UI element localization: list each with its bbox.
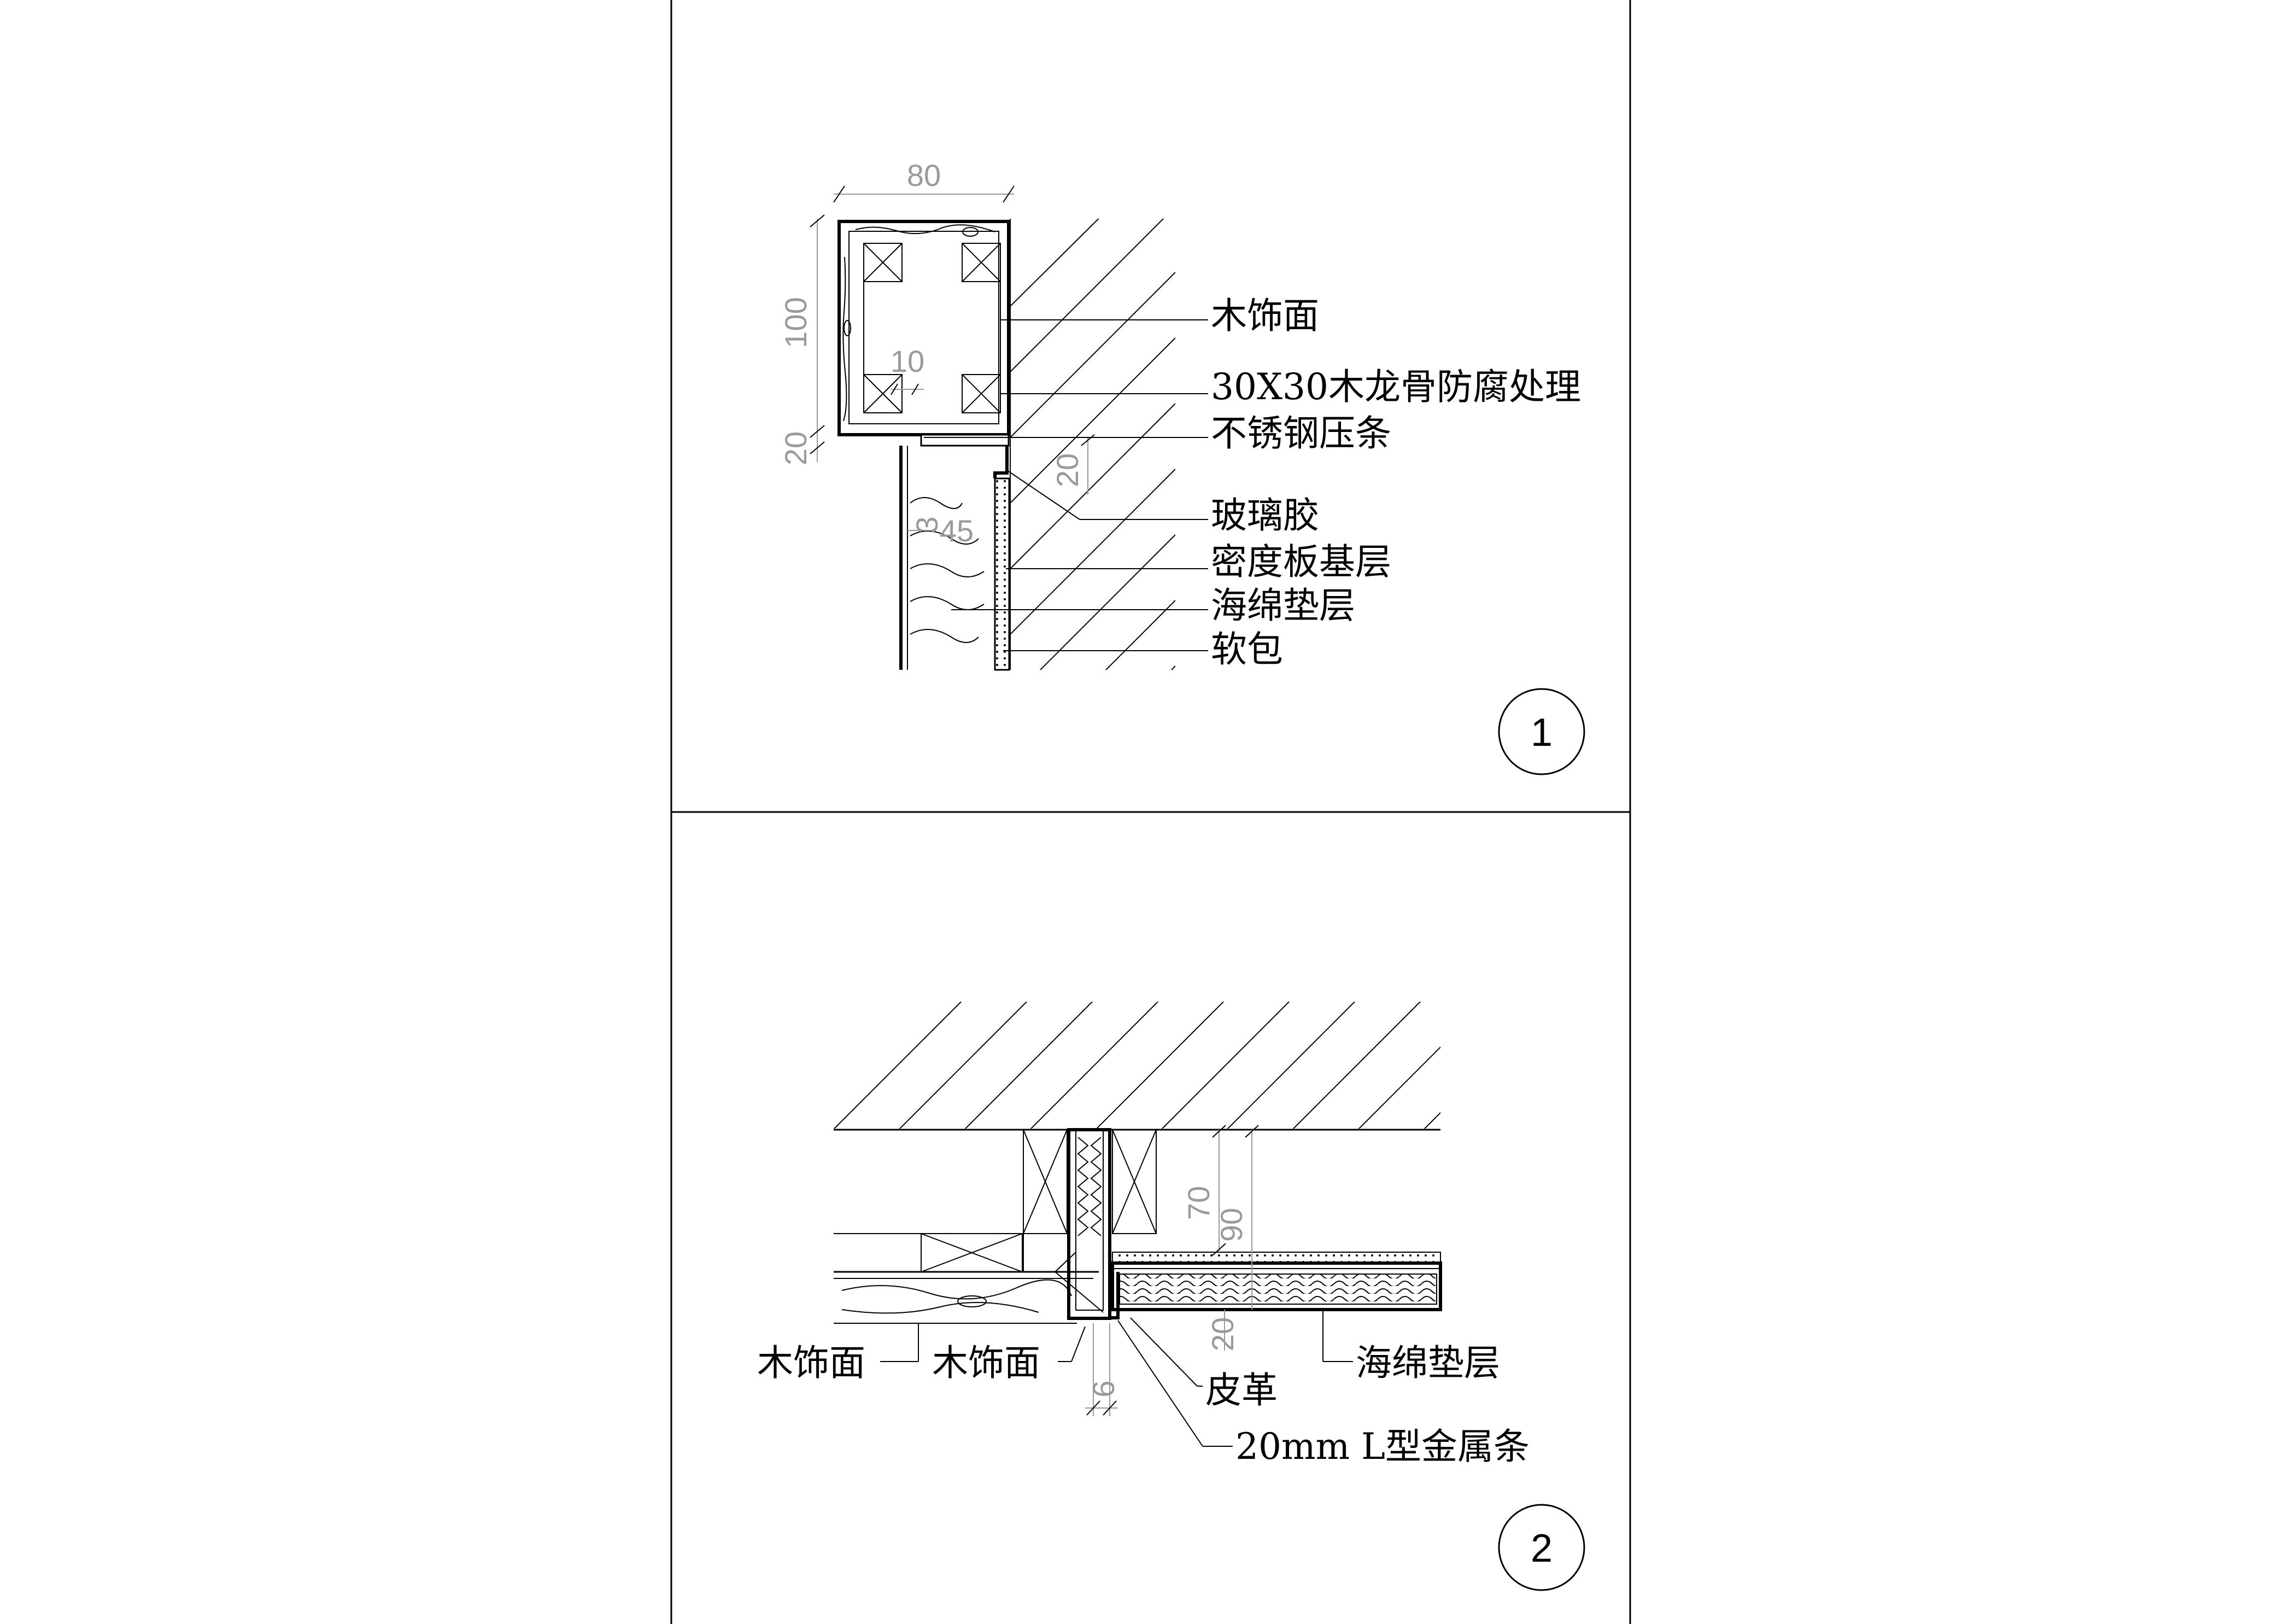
dim-10: 10 (891, 344, 924, 378)
right-leather-panel (1110, 1252, 1442, 1319)
dim-20: 20 (1205, 1317, 1240, 1351)
dim-45: 45 (940, 513, 974, 548)
vertical-wood-fin (1055, 1128, 1111, 1320)
dim-6: 6 (1086, 1380, 1121, 1397)
label-soft-pack: 软包 (1211, 628, 1283, 670)
leaders-1 (951, 319, 1208, 651)
detail-2: 70 90 20 6 木饰面 (757, 1002, 1585, 1591)
labels-1: 木饰面 30X30木龙骨防腐处理 不锈钢压条 玻璃胶 密度板基层 海绵垫层 软包 (1211, 295, 1581, 670)
wall-hatching-1 (1010, 219, 1175, 670)
dimensions-1: 80 100 20 10 20 45 3 (778, 158, 1095, 548)
label-wood-keel: 30X30木龙骨防腐处理 (1211, 366, 1581, 408)
label-metal-strip: 20mm L型金属条 (1235, 1426, 1530, 1468)
dim-20-left: 20 (778, 431, 813, 465)
detail-number-2: 2 (1498, 1504, 1585, 1591)
dim-20-right: 20 (1050, 453, 1085, 487)
labels-2: 木饰面 木饰面 皮革 海绵垫层 20mm L型金属条 (757, 1342, 1530, 1468)
sheet-frame (670, 0, 1631, 1624)
label-glass-glue: 玻璃胶 (1211, 494, 1319, 536)
label-leather: 皮革 (1205, 1369, 1278, 1411)
soft-pack-panel (899, 446, 1010, 671)
label-mdf-base: 密度板基层 (1211, 541, 1391, 583)
label-sponge-layer-2: 海绵垫层 (1356, 1342, 1500, 1384)
wood-cap (837, 220, 1010, 436)
detail-1-number: 1 (1531, 711, 1553, 755)
dim-3: 3 (910, 516, 944, 533)
left-wood-board (834, 1129, 1157, 1324)
dim-80: 80 (907, 158, 941, 192)
label-stainless-strip: 不锈钢压条 (1211, 412, 1391, 454)
ceiling-hatching (834, 1002, 1440, 1129)
dimensions-2: 70 90 20 6 (1085, 1125, 1259, 1416)
detail-1: 80 100 20 10 20 45 3 (778, 158, 1585, 775)
label-wood-left: 木饰面 (757, 1342, 865, 1384)
dim-90: 90 (1214, 1208, 1249, 1242)
detail-2-number: 2 (1531, 1527, 1553, 1570)
label-wood-right: 木饰面 (932, 1342, 1040, 1384)
stainless-strip (920, 434, 1010, 447)
detail-number-1: 1 (1498, 688, 1585, 775)
label-wood-veneer: 木饰面 (1211, 295, 1319, 337)
dim-100: 100 (778, 297, 813, 348)
dim-70: 70 (1181, 1186, 1216, 1220)
label-sponge-layer: 海绵垫层 (1211, 585, 1355, 627)
leaders-2 (880, 1310, 1353, 1447)
